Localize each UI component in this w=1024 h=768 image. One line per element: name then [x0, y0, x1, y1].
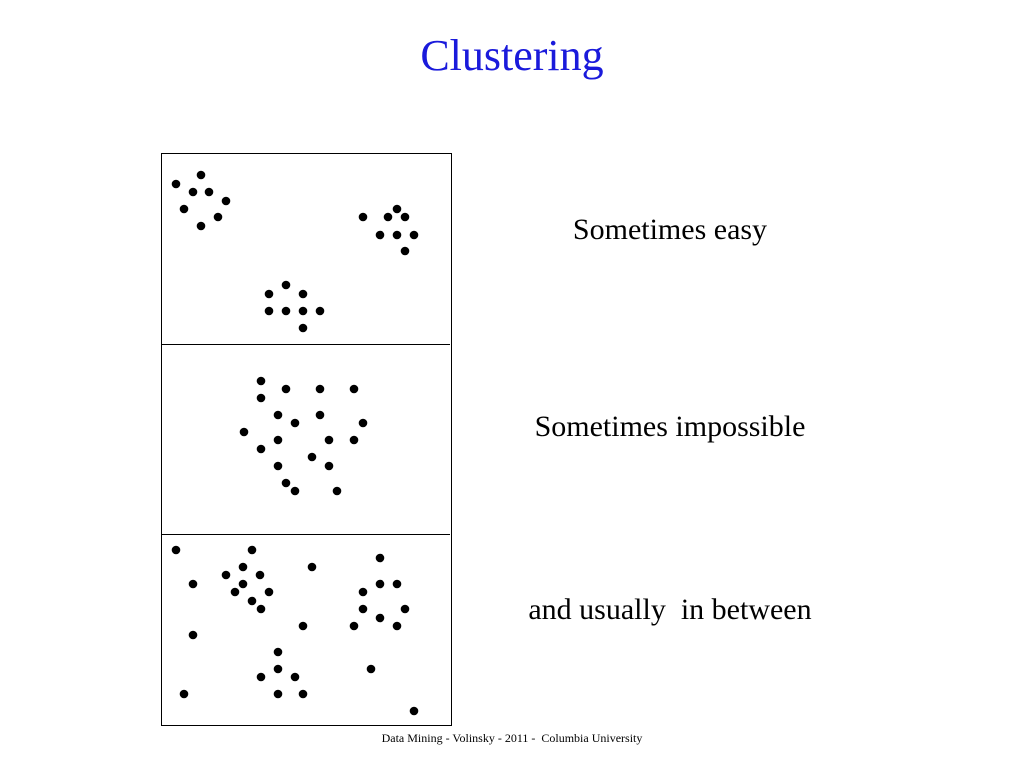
data-point	[392, 230, 402, 240]
data-point	[409, 706, 419, 716]
data-point	[213, 212, 223, 222]
data-point	[324, 461, 334, 471]
data-point	[392, 204, 402, 214]
data-point	[256, 672, 266, 682]
slide-title: Clustering	[420, 31, 604, 80]
data-point	[281, 478, 291, 488]
caption-in-between: and usually in between	[528, 593, 812, 626]
data-point	[281, 384, 291, 394]
data-point	[247, 545, 257, 555]
data-point	[375, 230, 385, 240]
data-point	[171, 545, 181, 555]
data-point	[358, 418, 368, 428]
data-point	[230, 587, 240, 597]
data-point	[290, 486, 300, 496]
data-point	[273, 647, 283, 657]
data-point	[179, 204, 189, 214]
data-point	[332, 486, 342, 496]
data-point	[392, 621, 402, 631]
data-point	[298, 289, 308, 299]
data-point	[290, 418, 300, 428]
data-point	[349, 435, 359, 445]
data-point	[400, 212, 410, 222]
data-point	[273, 410, 283, 420]
data-point	[264, 306, 274, 316]
data-point	[400, 246, 410, 256]
data-point	[188, 630, 198, 640]
data-point	[264, 289, 274, 299]
data-point	[349, 621, 359, 631]
data-point	[256, 604, 266, 614]
data-point	[196, 170, 206, 180]
data-point	[239, 427, 249, 437]
data-point	[383, 212, 393, 222]
data-point	[358, 587, 368, 597]
data-point	[256, 376, 266, 386]
scatter-plot-easy	[171, 170, 419, 333]
data-point	[196, 221, 206, 231]
data-point	[273, 689, 283, 699]
data-point	[375, 613, 385, 623]
data-point	[400, 604, 410, 614]
data-point	[179, 689, 189, 699]
data-point	[298, 323, 308, 333]
data-point	[349, 384, 359, 394]
data-point	[188, 579, 198, 589]
scatter-panel-impossible	[162, 344, 450, 535]
data-point	[238, 579, 248, 589]
caption-easy: Sometimes easy	[572, 213, 768, 246]
data-point	[204, 187, 214, 197]
data-point	[315, 410, 325, 420]
data-point	[247, 596, 257, 606]
data-point	[375, 579, 385, 589]
data-point	[256, 444, 266, 454]
data-point	[358, 212, 368, 222]
data-point	[366, 664, 376, 674]
data-point	[315, 384, 325, 394]
scatter-plot-impossible	[239, 376, 368, 496]
data-point	[273, 664, 283, 674]
data-point	[281, 306, 291, 316]
scatter-panel-in-between	[162, 534, 450, 725]
data-point	[307, 562, 317, 572]
data-point	[281, 280, 291, 290]
data-point	[255, 570, 265, 580]
data-point	[221, 196, 231, 206]
data-point	[256, 393, 266, 403]
caption-impossible: Sometimes impossible	[534, 410, 806, 443]
data-point	[409, 230, 419, 240]
data-point	[358, 604, 368, 614]
data-point	[188, 187, 198, 197]
data-point	[392, 579, 402, 589]
data-point	[298, 689, 308, 699]
data-point	[221, 570, 231, 580]
data-point	[315, 306, 325, 316]
data-point	[290, 672, 300, 682]
scatter-plot-in-between	[171, 545, 419, 716]
data-point	[171, 179, 181, 189]
data-point	[375, 553, 385, 563]
data-point	[324, 435, 334, 445]
data-point	[264, 587, 274, 597]
data-point	[298, 306, 308, 316]
scatter-panel-easy	[162, 154, 450, 344]
footer-credit: Data Mining - Volinsky - 2011 - Columbia…	[381, 731, 643, 745]
data-point	[273, 461, 283, 471]
data-point	[298, 621, 308, 631]
scatter-panels	[161, 153, 452, 726]
data-point	[238, 562, 248, 572]
data-point	[307, 452, 317, 462]
data-point	[273, 435, 283, 445]
